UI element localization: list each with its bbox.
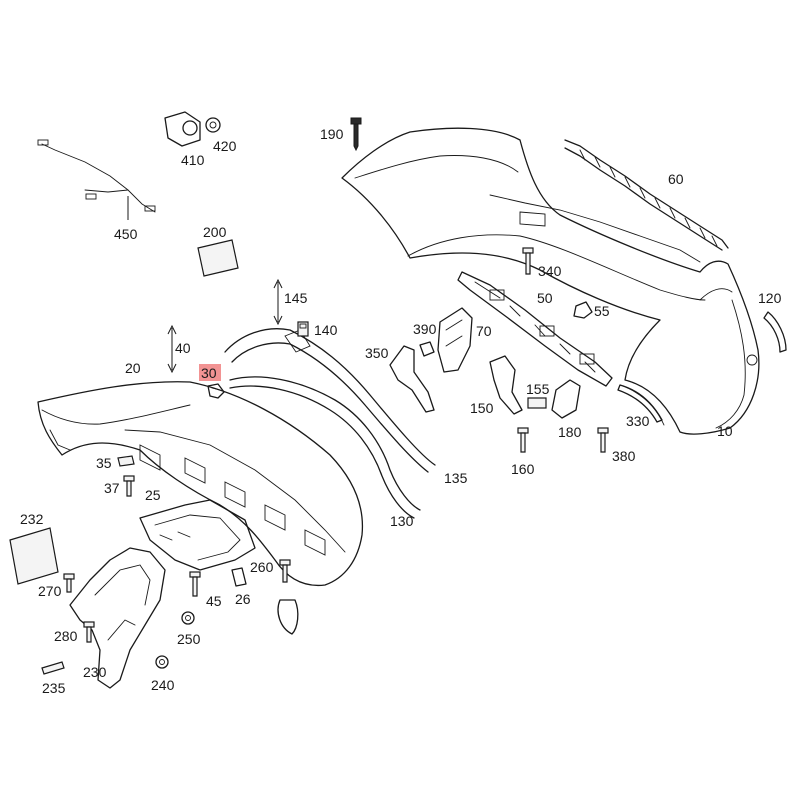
sensor-410-420	[164, 111, 221, 147]
callout-140: 140	[314, 322, 338, 338]
callout-200: 200	[203, 224, 227, 240]
callout-240: 240	[151, 677, 175, 693]
callout-135: 135	[444, 470, 468, 486]
clip-140	[297, 321, 309, 337]
trim-120	[763, 311, 787, 353]
callout-35: 35	[96, 455, 112, 471]
callout-180: 180	[558, 424, 582, 440]
callout-230: 230	[83, 664, 107, 680]
bolt-270	[63, 573, 75, 593]
bracket-70	[437, 307, 473, 373]
callout-120: 120	[758, 290, 782, 306]
callout-70: 70	[476, 323, 492, 339]
bracket-180	[551, 379, 581, 419]
callout-45: 45	[206, 593, 222, 609]
nut-55	[573, 301, 593, 319]
callout-350: 350	[365, 345, 389, 361]
cover-200	[197, 239, 239, 277]
callout-50: 50	[537, 290, 553, 306]
callout-420: 420	[213, 138, 237, 154]
callout-10: 10	[717, 423, 733, 439]
bumper-cover-upper	[341, 127, 760, 435]
callout-380: 380	[612, 448, 636, 464]
callout-26: 26	[235, 591, 251, 607]
callout-410: 410	[181, 152, 205, 168]
callout-150: 150	[470, 400, 494, 416]
callout-330: 330	[626, 413, 650, 429]
callout-40: 40	[175, 340, 191, 356]
panel-25	[139, 499, 256, 571]
clip-35	[117, 455, 135, 467]
callout-160: 160	[511, 461, 535, 477]
callout-30: 30	[201, 365, 217, 381]
clip-235	[41, 661, 65, 675]
trim-135	[229, 376, 421, 519]
callout-37: 37	[104, 480, 120, 496]
clip-155	[527, 397, 547, 409]
harness-450	[37, 139, 156, 213]
callout-55: 55	[594, 303, 610, 319]
callout-30-highlight	[199, 364, 221, 381]
reinforcement-50	[457, 271, 613, 387]
trim-130	[224, 328, 436, 473]
callout-280: 280	[54, 628, 78, 644]
bolt-45	[189, 571, 201, 597]
callout-270: 270	[38, 583, 62, 599]
bolt-260	[279, 559, 291, 583]
callout-450: 450	[114, 226, 138, 242]
callout-20: 20	[125, 360, 141, 376]
bracket-230	[69, 547, 166, 689]
washer-390	[419, 341, 435, 357]
bolt-160	[517, 427, 529, 453]
plate-232	[9, 527, 59, 585]
callout-260: 260	[250, 559, 274, 575]
lower-bumper-20	[37, 381, 364, 635]
callout-155: 155	[526, 381, 550, 397]
callout-232: 232	[20, 511, 44, 527]
callout-235: 235	[42, 680, 66, 696]
clip-26	[231, 567, 247, 587]
leader-lines	[127, 196, 283, 374]
bolt-340	[522, 247, 534, 275]
bolt-190	[350, 117, 362, 152]
callout-190: 190	[320, 126, 344, 142]
callout-250: 250	[177, 631, 201, 647]
callout-labels: 10 20 25 26 30 35 37 40 45 50 55 60 70 1…	[20, 126, 782, 696]
nut-250	[181, 611, 195, 625]
bracket-30	[207, 383, 225, 399]
callout-145: 145	[284, 290, 308, 306]
callout-340: 340	[538, 263, 562, 279]
bracket-350	[389, 345, 435, 413]
callout-130: 130	[390, 513, 414, 529]
callout-60: 60	[668, 171, 684, 187]
bracket-150	[489, 355, 523, 415]
callout-25: 25	[145, 487, 161, 503]
strip-330	[617, 384, 663, 423]
nut-240	[155, 655, 169, 669]
bolt-37	[123, 475, 135, 497]
bolt-380	[597, 427, 609, 453]
trim-strip-60	[564, 139, 729, 251]
callout-390: 390	[413, 321, 437, 337]
bolt-280	[83, 621, 95, 643]
